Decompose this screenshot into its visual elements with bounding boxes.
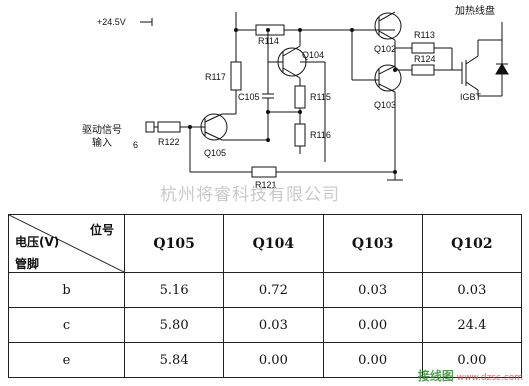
input-pin-label: 6 bbox=[133, 140, 138, 150]
resistor-R122 bbox=[157, 121, 181, 133]
corner-bottom-label: 管脚 bbox=[15, 257, 40, 271]
label-R115: R115 bbox=[310, 92, 331, 102]
cell-e-q104: 0.00 bbox=[223, 342, 324, 378]
label-R114: R114 bbox=[258, 36, 279, 46]
label-R124: R124 bbox=[414, 54, 436, 64]
table-row: c 5.80 0.03 0.00 24.4 bbox=[8, 307, 523, 343]
corner-diagonal bbox=[9, 215, 124, 272]
cell-e-q102: 0.00 bbox=[421, 342, 523, 378]
logo-site: www.dzsc.com bbox=[456, 373, 523, 383]
cell-c-q103: 0.00 bbox=[322, 307, 423, 343]
corner-top-label: 位号 bbox=[89, 223, 114, 237]
cell-e-q103: 0.00 bbox=[322, 342, 423, 378]
cell-c-q102: 24.4 bbox=[421, 307, 523, 343]
circuit-diagram: +24.5V 加热线盘 R114 R117 C105 R115 R116 R12… bbox=[82, 4, 509, 205]
transistor-Q102 bbox=[374, 12, 402, 40]
pin-label-e: e bbox=[8, 342, 125, 378]
cell-b-q102: 0.03 bbox=[421, 272, 523, 308]
pin-label-b: b bbox=[8, 272, 125, 308]
resistor-R117 bbox=[230, 61, 242, 91]
resistor-R121 bbox=[251, 166, 277, 178]
label-R113: R113 bbox=[414, 30, 435, 40]
cell-b-q105: 5.16 bbox=[123, 272, 225, 308]
table-row: b 5.16 0.72 0.03 0.03 bbox=[8, 272, 523, 308]
label-Q104: Q104 bbox=[302, 50, 324, 60]
label-R121: R121 bbox=[255, 180, 277, 190]
cell-b-q104: 0.72 bbox=[223, 272, 324, 308]
label-C105: C105 bbox=[238, 92, 260, 102]
corner-mid-label: 电压(V) bbox=[15, 235, 60, 249]
resistor-R115 bbox=[294, 85, 306, 109]
column-header-q102: Q102 bbox=[421, 214, 523, 273]
resistor-R124 bbox=[411, 64, 435, 76]
label-Q105: Q105 bbox=[204, 148, 226, 158]
transistor-Q103 bbox=[374, 64, 402, 92]
cell-c-q104: 0.03 bbox=[223, 307, 324, 343]
supply-label: +24.5V bbox=[97, 17, 126, 27]
table-header-row: 位号 电压(V) 管脚 Q105 Q104 Q103 Q102 bbox=[8, 214, 523, 273]
resistor-R113 bbox=[411, 42, 435, 54]
site-logo-watermark: 接线图 www.dzsc.com bbox=[418, 367, 523, 384]
label-Q103: Q103 bbox=[374, 100, 396, 110]
table-corner-cell: 位号 电压(V) 管脚 bbox=[8, 214, 125, 273]
column-header-q104: Q104 bbox=[223, 214, 324, 273]
input-terminal bbox=[145, 121, 155, 133]
logo-brand: 接线图 bbox=[417, 369, 454, 383]
column-header-q105: Q105 bbox=[123, 214, 225, 273]
label-R117: R117 bbox=[205, 72, 226, 82]
pin-label-c: c bbox=[8, 307, 125, 343]
watermark-text: 杭州将睿科技有限公司 bbox=[160, 185, 340, 205]
input-label-line2: 输入 bbox=[92, 136, 112, 149]
resistor-R116 bbox=[294, 123, 306, 147]
label-Q102: Q102 bbox=[374, 44, 396, 54]
label-igbt: IGBT bbox=[460, 92, 482, 102]
label-R116: R116 bbox=[310, 130, 331, 140]
label-R122: R122 bbox=[158, 137, 180, 147]
voltage-table: 位号 电压(V) 管脚 Q105 Q104 Q103 Q102 b 5.16 0… bbox=[8, 214, 523, 378]
input-label-line1: 驱动信号 bbox=[82, 124, 122, 136]
cell-e-q105: 5.84 bbox=[123, 342, 225, 378]
column-header-q103: Q103 bbox=[322, 214, 423, 273]
table-row: e 5.84 0.00 0.00 0.00 bbox=[8, 342, 523, 378]
load-label: 加热线盘 bbox=[455, 4, 495, 17]
diode-symbol bbox=[495, 63, 509, 75]
cell-c-q105: 5.80 bbox=[123, 307, 225, 343]
cell-b-q103: 0.03 bbox=[322, 272, 423, 308]
